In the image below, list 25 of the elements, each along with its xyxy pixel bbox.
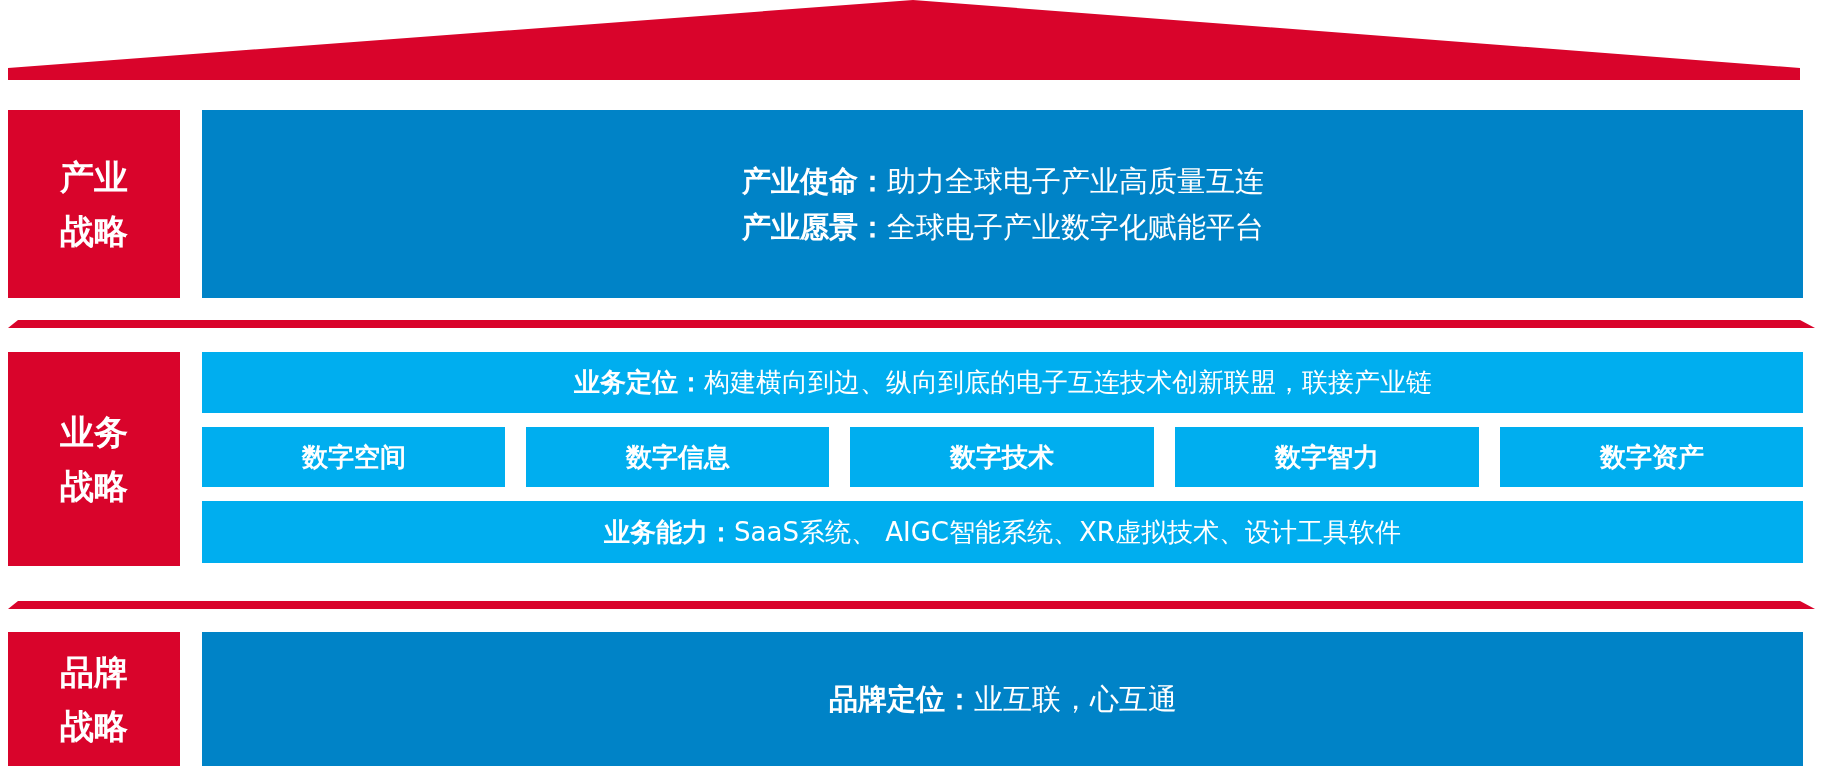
strategy-panel (202, 632, 1803, 766)
section-title: 品牌战略 (59, 650, 129, 748)
strategy-bar (202, 501, 1803, 563)
pillar-label: 数字资产 (1599, 440, 1704, 474)
section-title: 产业战略 (59, 155, 129, 253)
pillar-box (1175, 427, 1479, 487)
strategy-panel (202, 110, 1803, 298)
statement-text: 业务能力：SaaS系统、 AIGC智能系统、XR虚拟技术、设计工具软件 (604, 515, 1401, 549)
strategy-label-box (8, 632, 180, 766)
strategy-bar (202, 352, 1803, 413)
strategy-label-box (8, 110, 180, 298)
pillar-label: 数字技术 (950, 440, 1054, 474)
pillar-box (526, 427, 829, 487)
statement-text: 产业使命：助力全球电子产业高质量互连 (741, 162, 1264, 200)
pillar-box (202, 427, 505, 487)
pillar-label: 数字信息 (625, 440, 730, 474)
statement-text: 产业愿景：全球电子产业数字化赋能平台 (741, 209, 1264, 246)
pillar-box (850, 427, 1154, 487)
statement-text: 品牌定位：业互联，心互通 (828, 680, 1177, 718)
strategy-label-box (8, 352, 180, 566)
pillar-box (1500, 427, 1803, 487)
pillar-label: 数字智力 (1275, 440, 1379, 474)
pillar-label: 数字空间 (301, 440, 406, 474)
statement-text: 业务定位：构建横向到边、纵向到底的电子互连技术创新联盟，联接产业链 (573, 366, 1432, 399)
section-title: 业务战略 (59, 410, 129, 508)
